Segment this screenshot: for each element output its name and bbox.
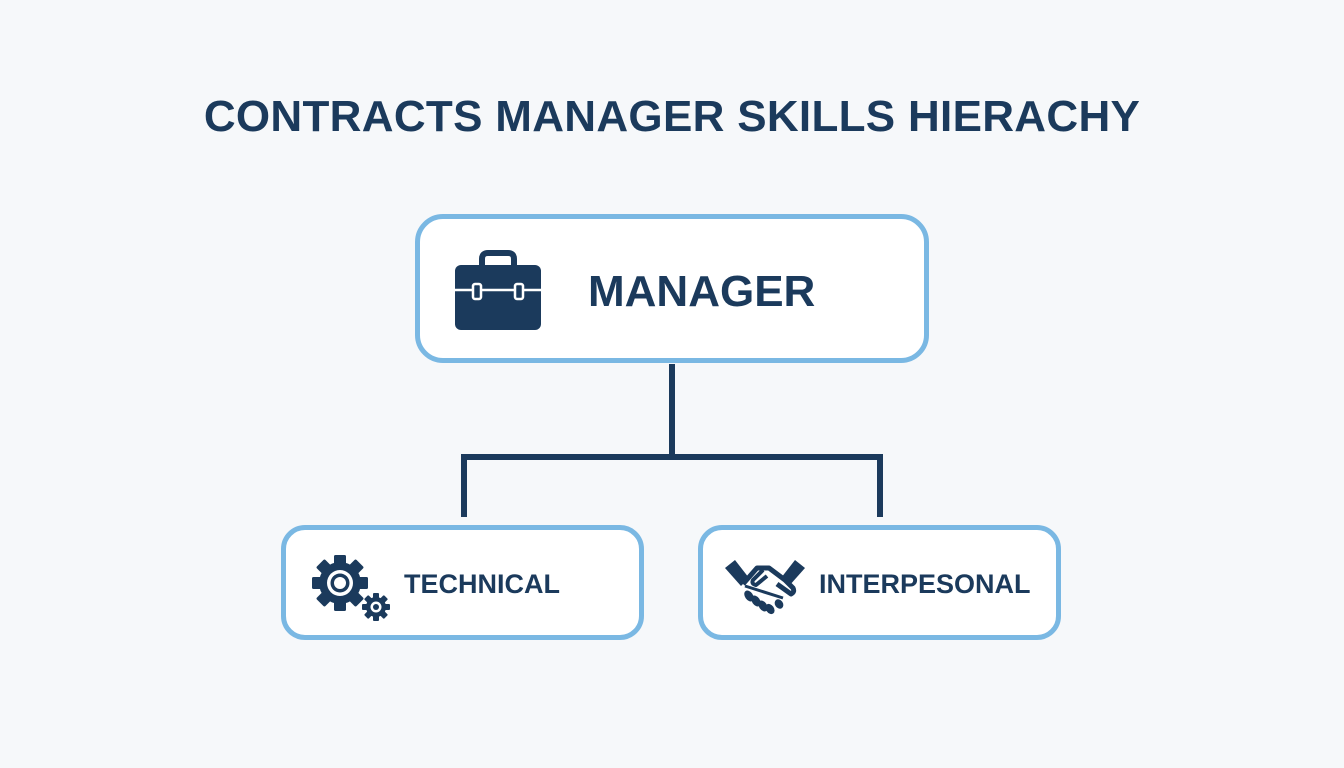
- briefcase-icon: [455, 250, 541, 330]
- interpersonal-label: INTERPESONAL: [819, 569, 1031, 599]
- diagram-title: CONTRACTS MANAGER SKILLS HIERACHY: [203, 92, 1141, 141]
- gears-icon: [312, 555, 390, 621]
- technical-node: TECHNICAL: [281, 525, 644, 640]
- interpersonal-node: INTERPESONAL: [698, 525, 1061, 640]
- technical-label: TECHNICAL: [404, 569, 560, 599]
- manager-node: MANAGER: [415, 214, 929, 363]
- handshake-icon: [725, 560, 805, 615]
- manager-label: MANAGER: [588, 267, 816, 316]
- connector-branch: [461, 454, 883, 517]
